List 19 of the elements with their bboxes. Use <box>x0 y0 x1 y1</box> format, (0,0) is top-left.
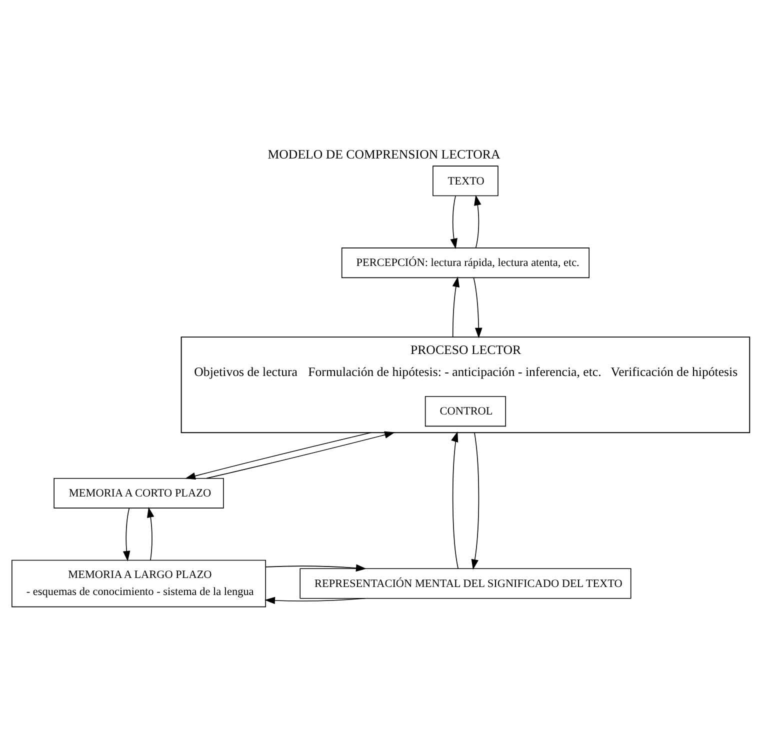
node-box: MEMORIA A LARGO PLAZO - esquemas de conocimiento - sistema de la lengua <box>12 559 266 607</box>
arrow <box>185 432 372 480</box>
arrow <box>473 276 482 338</box>
arrow <box>264 596 366 604</box>
arrow <box>471 432 480 570</box>
node-box: PERCEPCIÓN: lectura rápida, lectura atenta, etc. <box>341 247 590 278</box>
arrow <box>147 506 154 560</box>
arrow <box>452 276 460 337</box>
arrow <box>474 194 482 248</box>
node-box: TEXTO <box>432 165 498 196</box>
arrow <box>122 507 130 561</box>
arrow <box>450 195 458 248</box>
arrow <box>206 430 396 478</box>
diagram-title: MODELO DE COMPRENSION LECTORA <box>268 147 500 162</box>
node-box: MEMORIA A CORTO PLAZO <box>54 477 224 508</box>
arrow <box>265 564 366 572</box>
node-box: REPRESENTACIÓN MENTAL DEL SIGNIFICADO DEL TEXTO <box>300 568 632 598</box>
arrow <box>451 430 459 569</box>
node-box: CONTROL <box>424 396 506 426</box>
